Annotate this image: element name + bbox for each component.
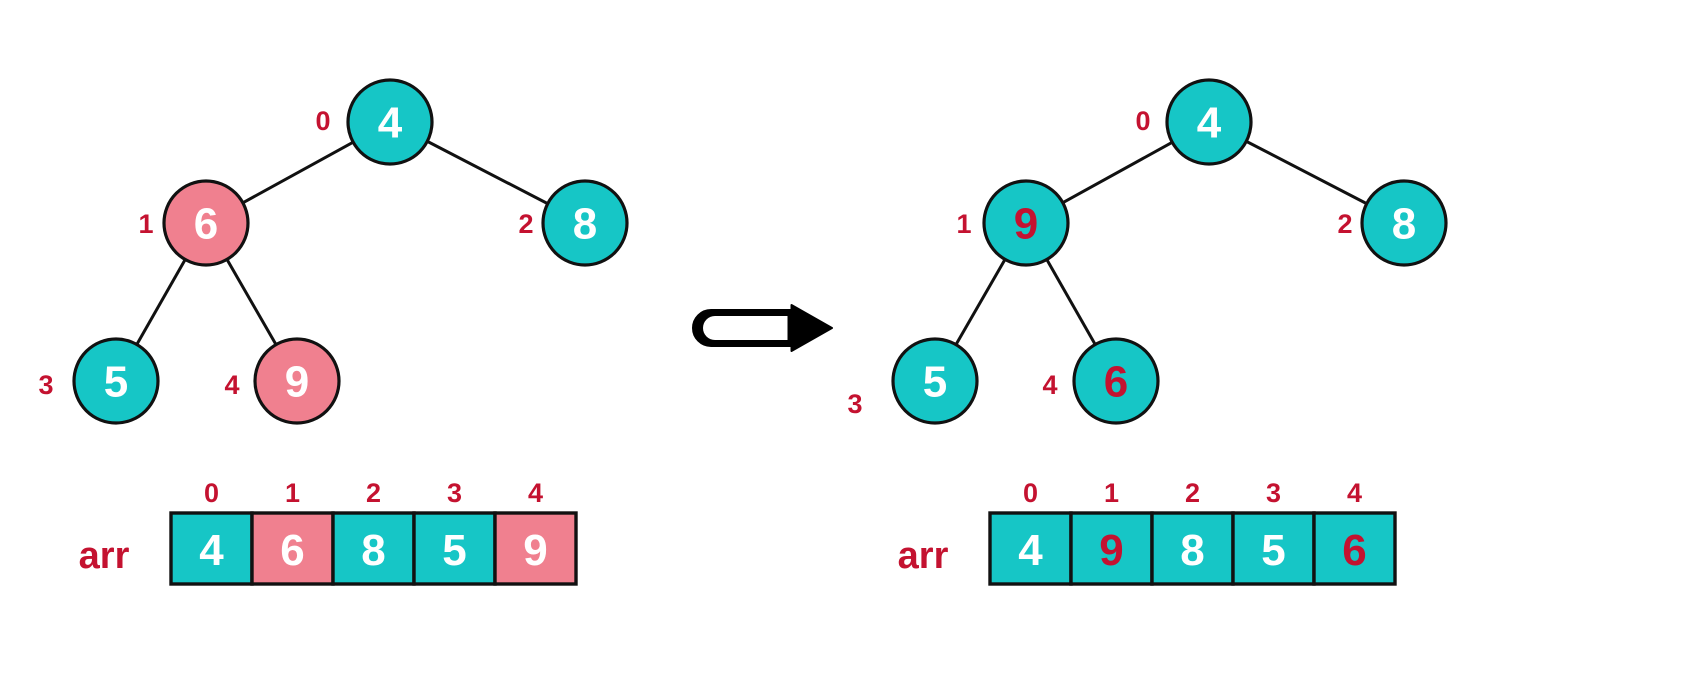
right-node-value-4: 6 [1104,358,1128,407]
left-node-value-0: 4 [378,99,403,148]
left-tree-node-3: 53 [38,337,160,425]
left-array-index-4: 4 [528,478,543,508]
left-node-index-4: 4 [224,370,239,400]
left-array-cell-value-2: 8 [361,526,385,575]
left-tree-node-2: 82 [518,179,629,267]
right-tree-edge-R1-R4 [1044,257,1098,347]
right-tree-edge-R0-R2 [1244,139,1369,206]
right-array-index-0: 0 [1023,478,1038,508]
right-node-circle-0 [1165,78,1253,166]
left-tree-node-0: 40 [315,78,434,166]
right-array-cell-4: 64 [1312,478,1397,586]
right-node-index-0: 0 [1135,106,1150,136]
left-node-value-4: 9 [285,358,309,407]
right-node-value-3: 5 [923,358,947,407]
right-array-cell-box-3 [1231,511,1316,586]
right-array-cell-value-2: 8 [1180,526,1204,575]
left-array-cell-box-0 [169,511,254,586]
right-tree-edge-R0-R1 [1061,140,1174,205]
left-node-index-2: 2 [518,209,533,239]
left-array-cell-4: 94 [493,478,578,586]
left-tree-edge-L1-L4 [225,257,278,347]
left-tree-edges [134,139,550,347]
left-node-index-3: 3 [38,370,53,400]
right-array-cell-1: 91 [1069,478,1154,586]
right-array-cell-value-0: 4 [1018,526,1043,575]
left-array-cell-value-3: 5 [442,526,466,575]
left-array-cell-1: 61 [250,478,335,586]
right-node-value-1: 9 [1014,200,1038,249]
left-array-index-0: 0 [204,478,219,508]
right-node-circle-2 [1360,179,1448,267]
left-tree-node-4: 94 [224,337,341,425]
left-array-cell-value-4: 9 [523,526,547,575]
left-node-circle-0 [346,78,434,166]
left-tree-edge-L0-L1 [241,140,355,205]
left-tree-edge-L0-L2 [425,139,550,206]
right-tree-node-2: 82 [1337,179,1448,267]
left-node-circle-2 [541,179,629,267]
right-tree-node-0: 40 [1135,78,1253,166]
right-node-circle-4 [1072,337,1160,425]
left-array-cell-box-3 [412,511,497,586]
left-array-cell-2: 82 [331,478,416,586]
left-node-index-0: 0 [315,106,330,136]
left-array-cell-0: 40 [169,478,254,586]
left-node-value-1: 6 [194,200,218,249]
left-array-index-2: 2 [366,478,381,508]
left-tree-edge-L1-L3 [134,257,188,347]
left-node-value-3: 5 [104,358,128,407]
right-array-cell-value-3: 5 [1261,526,1285,575]
right-array-index-4: 4 [1347,478,1362,508]
right-node-value-0: 4 [1197,99,1222,148]
left-array-cell-value-1: 6 [280,526,304,575]
right-array-cell-value-1: 9 [1099,526,1123,575]
right-array-cell-box-0 [988,511,1073,586]
left-node-circle-3 [72,337,160,425]
left-array-cell-box-2 [331,511,416,586]
right-array-index-3: 3 [1266,478,1281,508]
left-node-value-2: 8 [573,200,597,249]
right-tree-node-3: 53 [847,337,979,425]
left-array-label: arr [79,535,130,577]
right-tree-node-1: 91 [956,179,1070,267]
right-array-cell-box-1 [1069,511,1154,586]
right-array-cell-box-2 [1150,511,1235,586]
right-node-index-1: 1 [956,209,971,239]
left-node-circle-4 [253,337,341,425]
left-array-index-1: 1 [285,478,300,508]
left-array-cell-3: 53 [412,478,497,586]
left-tree-node-1: 61 [138,179,250,267]
right-array-cell-3: 53 [1231,478,1316,586]
right-node-index-4: 4 [1042,370,1057,400]
right-array-cell-value-4: 6 [1342,526,1366,575]
right-array-cell-box-4 [1312,511,1397,586]
right-node-circle-1 [982,179,1070,267]
right-node-circle-3 [891,337,979,425]
right-array-index-2: 2 [1185,478,1200,508]
right-tree-edges [954,139,1369,347]
right-tree-edge-R1-R3 [954,257,1007,347]
left-array-cell-value-0: 4 [199,526,224,575]
right-array-cell-0: 40 [988,478,1073,586]
transformation-arrow [692,304,833,352]
right-array-index-1: 1 [1104,478,1119,508]
right-node-index-2: 2 [1337,209,1352,239]
arrow-inner-cutout [703,316,788,340]
right-tree-node-4: 64 [1042,337,1160,425]
right-node-value-2: 8 [1392,200,1416,249]
right-node-index-3: 3 [847,389,862,419]
left-node-circle-1 [162,179,250,267]
left-array-cell-box-4 [493,511,578,586]
right-array-label: arr [898,535,949,577]
right-array-cell-2: 82 [1150,478,1235,586]
left-array-index-3: 3 [447,478,462,508]
left-node-index-1: 1 [138,209,153,239]
